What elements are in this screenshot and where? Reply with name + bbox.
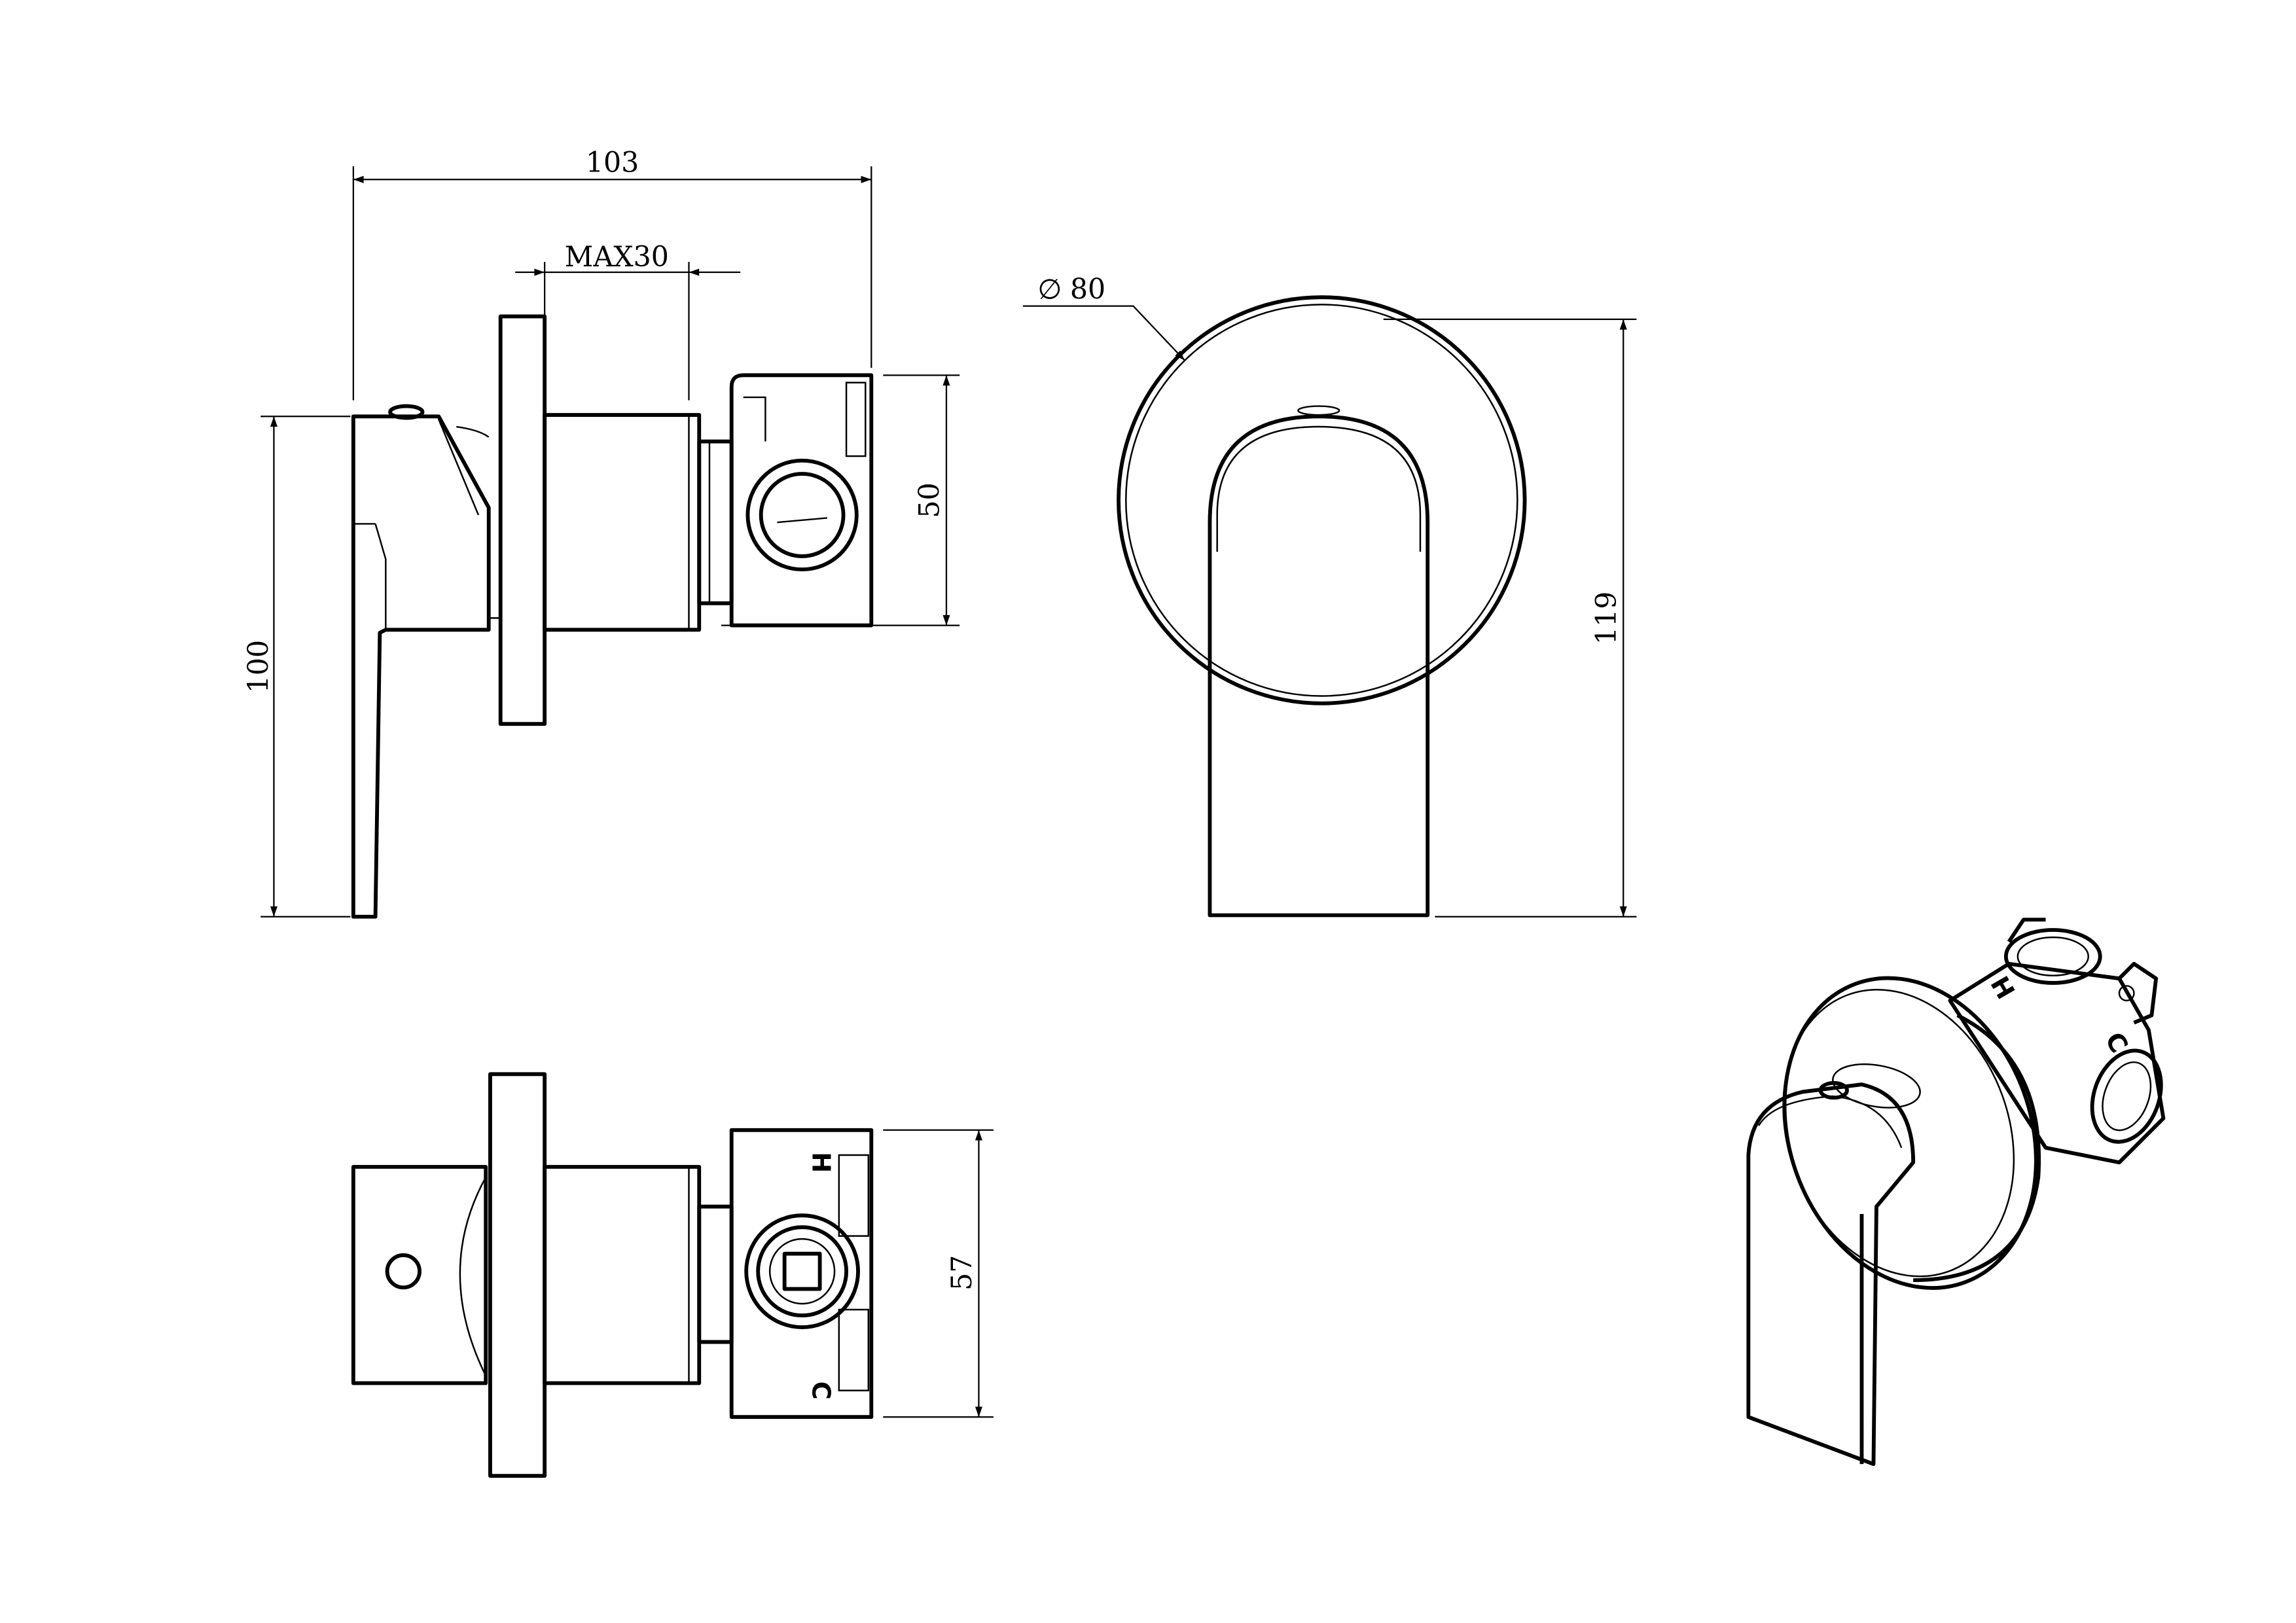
dimension-label-100: 100 — [242, 640, 275, 694]
top-view: H C 57 — [351, 1072, 994, 1478]
diameter-symbol: ∅ — [1037, 273, 1062, 306]
lever-handle-top — [351, 1165, 488, 1385]
hot-label: H — [806, 1152, 834, 1173]
cold-label: C — [806, 1382, 834, 1400]
dimension-label-max30: MAX30 — [565, 241, 669, 274]
wall-plate — [498, 314, 547, 726]
wall-plate-top — [488, 1072, 547, 1478]
dimension-label-103: 103 — [586, 147, 639, 179]
dimension-label-57: 57 — [946, 1255, 978, 1291]
front-view: ∅ 80 119 — [1022, 273, 1637, 918]
dimension-label-diameter-80: 80 — [1070, 273, 1105, 306]
side-view: 103 MAX30 100 50 — [242, 147, 960, 919]
valve-cartridge-body — [543, 413, 702, 632]
isometric-view: H C — [1746, 918, 2166, 1467]
dimension-label-119: 119 — [1590, 592, 1623, 645]
wall-plate-outer — [1117, 295, 1527, 705]
lever-handle-front — [1208, 414, 1430, 918]
valve-body-top — [729, 1128, 874, 1419]
valve-body — [729, 373, 874, 628]
dimension-label-50: 50 — [914, 482, 946, 518]
iso-cold-label: C — [2099, 1027, 2133, 1058]
iso-lever-handle — [1746, 1082, 1916, 1467]
